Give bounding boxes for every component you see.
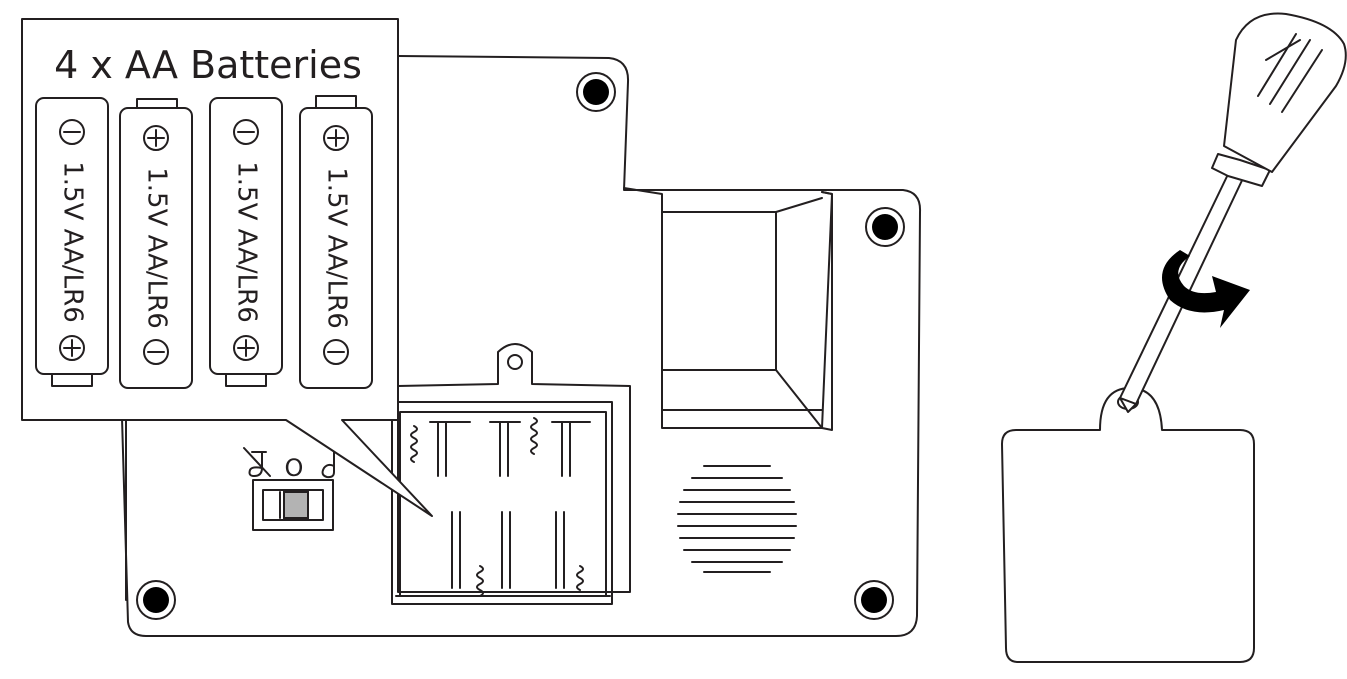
battery-label: 1.5V AA/LR6 <box>232 161 262 323</box>
plus-icon <box>59 335 85 361</box>
mute-icon <box>243 447 271 477</box>
battery-label: 1.5V AA/LR6 <box>142 167 172 329</box>
battery-cover-icon <box>1001 387 1255 663</box>
callout-title: 4 x AA Batteries <box>54 43 362 87</box>
plus-icon <box>233 335 259 361</box>
battery-compartment <box>391 343 631 605</box>
screw-icon <box>865 207 905 247</box>
stand-recess <box>623 187 833 431</box>
battery-label: 1.5V AA/LR6 <box>58 161 88 323</box>
switch-knob[interactable] <box>283 491 309 519</box>
music-note-icon <box>321 451 335 479</box>
plus-icon <box>143 125 169 151</box>
battery-label: 1.5V AA/LR6 <box>322 167 352 329</box>
screw-icon <box>576 72 616 112</box>
battery: 1.5V AA/LR6 <box>119 98 193 389</box>
minus-icon <box>233 119 259 145</box>
battery-callout: 4 x AA Batteries 1.5V AA/LR6 1.5V AA/LR6… <box>21 18 433 517</box>
rotate-arrow-icon <box>1162 250 1250 328</box>
minus-icon <box>323 339 349 365</box>
battery: 1.5V AA/LR6 <box>35 97 109 387</box>
device-back-housing <box>121 55 922 637</box>
screw-icon <box>854 580 894 620</box>
minus-icon <box>143 339 169 365</box>
screw-icon <box>136 580 176 620</box>
minus-icon <box>59 119 85 145</box>
plus-icon <box>323 125 349 151</box>
battery: 1.5V AA/LR6 <box>209 97 283 387</box>
speaker-grille-icon <box>677 465 797 573</box>
switch-off-label: O <box>285 454 304 482</box>
battery: 1.5V AA/LR6 <box>299 95 373 389</box>
screwdriver-icon <box>1119 12 1347 413</box>
mode-switch[interactable]: O <box>243 447 335 531</box>
